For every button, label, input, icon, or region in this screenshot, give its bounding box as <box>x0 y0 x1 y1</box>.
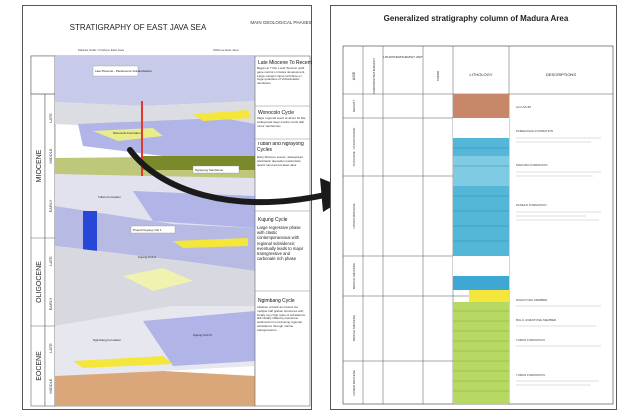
litho-ngrayong-yellow <box>469 290 509 302</box>
wonocolo-purple-layer <box>78 118 255 156</box>
desc-tuban-2: TUBAN FORMATION <box>516 373 545 377</box>
phase-text: Large regressive phase with clastic cont… <box>257 225 304 262</box>
label-ngimbang: Ngimbang Formation <box>93 338 121 342</box>
label-kujung2: Kujung Unit 2 <box>138 255 156 259</box>
label-volcaniclastics: Late Pliocene - Pleistocene Volcaniclast… <box>95 69 152 73</box>
epoch-miocene: MIOCENE <box>36 149 43 182</box>
col-header-chrono: CHRONOSTRATIGRAPHY <box>372 58 376 94</box>
col-header-descriptions: DESCRIPTIONS <box>546 72 576 77</box>
kujung-blue-column <box>83 211 97 261</box>
yellow-lens-1 <box>93 128 163 141</box>
recent-age-cell <box>30 55 56 95</box>
label-box-ngrayong <box>192 165 240 174</box>
phase-text: Initiation of back arc basins via multip… <box>257 306 307 332</box>
phase-title: Tuban and Ngrayong Cycles <box>257 142 304 153</box>
label-box-kujung1 <box>130 225 176 234</box>
phase-4: Kujung Cycle Large regressive phase with… <box>257 217 304 262</box>
sub-late-oligocene: LATE <box>48 256 53 266</box>
sub-late-eocene: LATE <box>48 343 53 353</box>
upper-purple-layer <box>55 56 255 106</box>
label-ngrayong: Ngrayong Sandstone <box>195 168 224 172</box>
litho-lightblue-band <box>453 156 509 186</box>
desc-filler-lines <box>516 137 601 386</box>
phase-title: Ngimbang Cycle <box>258 298 295 304</box>
epoch-eocene: EOCENE <box>36 351 43 381</box>
basement-tan-layer <box>55 371 255 406</box>
label-kujung3: Kujung Unit III <box>193 333 212 337</box>
litho-blue-block <box>453 138 509 256</box>
desc-alluvium: ALLUVIUM <box>516 105 532 109</box>
litho-green-hatching <box>453 310 509 392</box>
litho-white-2 <box>453 256 509 276</box>
col-header-litho: LITHOSTRATIGRAPHY UNIT <box>383 55 423 59</box>
phase-text: Major regional event at about 10 Ma, wid… <box>257 117 306 128</box>
phase-title: Wonocolo Cycle <box>258 110 294 116</box>
kujung-yellow-lens <box>173 238 248 248</box>
sub-early-oligocene: EARLY <box>48 297 53 310</box>
ngimbang-yellow-lens <box>73 356 173 368</box>
kujung-layer <box>55 206 255 271</box>
label-box-volcaniclastics <box>92 65 139 77</box>
age-recent: RECENT <box>352 100 356 113</box>
litho-green-block <box>453 302 509 404</box>
col-header-trend: TREND <box>436 70 440 81</box>
phase-text: Early Miocene events, widespread silicic… <box>257 156 303 167</box>
right-title: Generalized stratigraphy column of Madur… <box>383 14 569 23</box>
label-kujung1: Prupuh Kujung Unit 1 <box>133 228 162 232</box>
age-upper-miocene: UPPER MIOCENE <box>352 203 356 228</box>
desc-bulu: BULU LIMESTONE MEMBER <box>516 318 557 322</box>
yellow-lens-2 <box>193 110 251 121</box>
col-header-lithology: LITHOLOGY <box>470 72 493 77</box>
litho-blue-hatching <box>453 147 509 242</box>
desc-pamekasan: PAMEKASAN FORMATION <box>516 129 553 133</box>
desc-madura: MADURA FORMATION <box>516 163 547 167</box>
header-left: Madura Strait / Onshore East Java <box>78 48 124 52</box>
sub-middle-eocene: MIDDLE <box>48 378 53 393</box>
litho-blue-band <box>453 276 509 290</box>
label-wonocolo: Wonocolo Formation <box>113 131 141 135</box>
phase-3: Tuban and Ngrayong Cycles Early Miocene … <box>257 142 304 167</box>
age-pliocene: PLIOCENE - PLEISTOCENE <box>352 128 356 167</box>
ngimbang-purple-wedge <box>143 311 255 366</box>
phase-text: Began at 7 Ma. Local Tectonic uplift gav… <box>257 67 306 86</box>
age-lower-miocene: LOWER MIOCENE <box>352 370 356 396</box>
phases-column <box>254 55 311 407</box>
right-column-chart: Generalized stratigraphy column of Madur… <box>342 14 614 405</box>
phases-title: MAIN GEOLOGICAL PHASES <box>250 20 311 25</box>
epoch-oligocene: OLIGOCENE <box>36 261 43 303</box>
litho-alluvium <box>453 94 509 118</box>
age-middle-miocene-2: MIDDLE MIOCENE <box>352 315 356 341</box>
col-header-age: AGE <box>351 71 356 80</box>
age-middle-miocene-1: MIDDLE MIOCENE <box>352 263 356 289</box>
sub-late-miocene: LATE <box>48 113 53 123</box>
label-tuban: Tuban Formation <box>98 195 121 199</box>
right-stratigraphy-panel: Generalized stratigraphy column of Madur… <box>330 5 617 410</box>
oligocene-yellow-lens <box>123 268 193 291</box>
arrow-shaft <box>127 147 328 205</box>
phase-2: Wonocolo Cycle Major regional event at a… <box>257 110 306 128</box>
litho-white-1 <box>453 118 509 138</box>
sub-early-miocene: EARLY <box>48 199 53 212</box>
left-title: STRATIGRAPHY OF EAST JAVA SEA <box>70 23 207 32</box>
header-right: Offshore East Java <box>213 48 239 52</box>
phase-title: Kujung Cycle <box>258 217 288 223</box>
phase-1: Late Miocene To Recent Began at 7 Ma. Lo… <box>257 60 312 86</box>
desc-tuban-1: TUBAN FORMATION <box>516 338 545 342</box>
phase-title: Late Miocene To Recent <box>258 60 312 66</box>
phase-5: Ngimbang Cycle Initiation of back arc ba… <box>257 298 307 332</box>
desc-ngrayong: NGRAYONG MEMBER <box>516 298 548 302</box>
desc-pasean: PASEAN FORMATION <box>516 203 547 207</box>
sub-middle-miocene: MIDDLE <box>48 148 53 163</box>
